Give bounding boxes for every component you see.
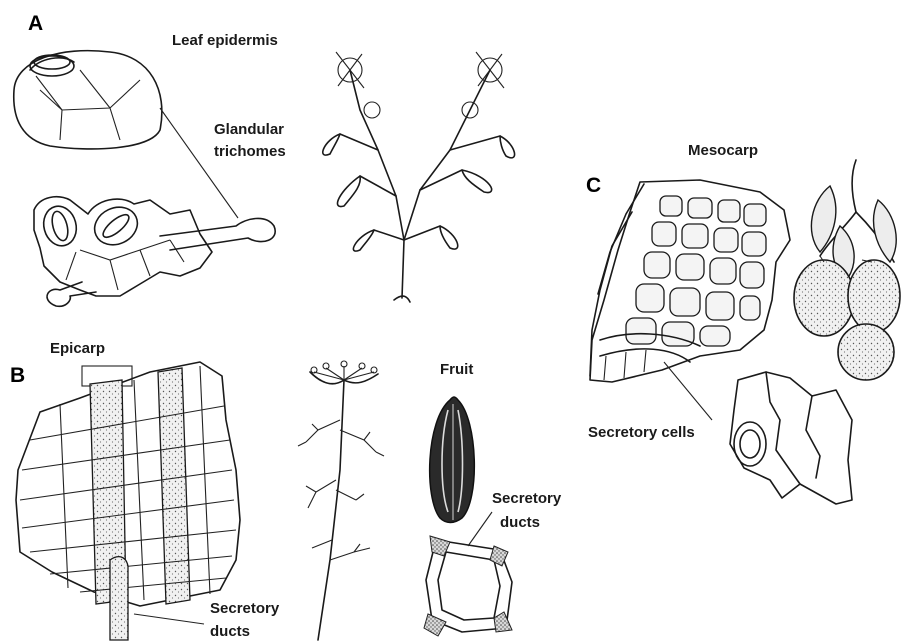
label-glandular: Glandular	[214, 121, 284, 139]
leader-line-secretory-cells	[664, 362, 712, 420]
label-epicarp-ducts: ducts	[210, 623, 250, 641]
panel-letter-a: A	[28, 12, 43, 36]
rosemary-plant-drawing	[323, 52, 515, 302]
fennel-plant-drawing	[298, 361, 384, 640]
mesocarp-section-drawing	[590, 180, 790, 382]
label-secretory-cells: Secretory cells	[588, 424, 695, 442]
glandular-trichome-head-drawing	[14, 51, 162, 149]
label-trichomes: trichomes	[214, 143, 286, 161]
label-epicarp-secretory: Secretory	[210, 600, 279, 618]
label-leaf-epidermis: Leaf epidermis	[172, 32, 278, 50]
label-fruit-secretory: Secretory	[492, 490, 561, 508]
label-fruit: Fruit	[440, 361, 473, 379]
label-epicarp: Epicarp	[50, 340, 105, 358]
panel-letter-c: C	[586, 174, 601, 198]
leader-line-epicarp-duct	[134, 614, 204, 624]
label-fruit-ducts: ducts	[500, 514, 540, 532]
panel-letter-b: B	[10, 364, 25, 388]
lemon-fruit-cluster-drawing	[794, 160, 900, 380]
secretory-cells-detail-drawing	[730, 372, 852, 504]
fruit-secretory-duct-section-drawing	[424, 536, 512, 636]
leader-line-fruit-duct	[468, 512, 492, 546]
leaf-epidermis-drawing	[34, 197, 275, 307]
label-mesocarp: Mesocarp	[688, 142, 758, 160]
fennel-fruit-drawing	[430, 397, 475, 523]
epicarp-cell-grid-drawing	[16, 362, 240, 640]
